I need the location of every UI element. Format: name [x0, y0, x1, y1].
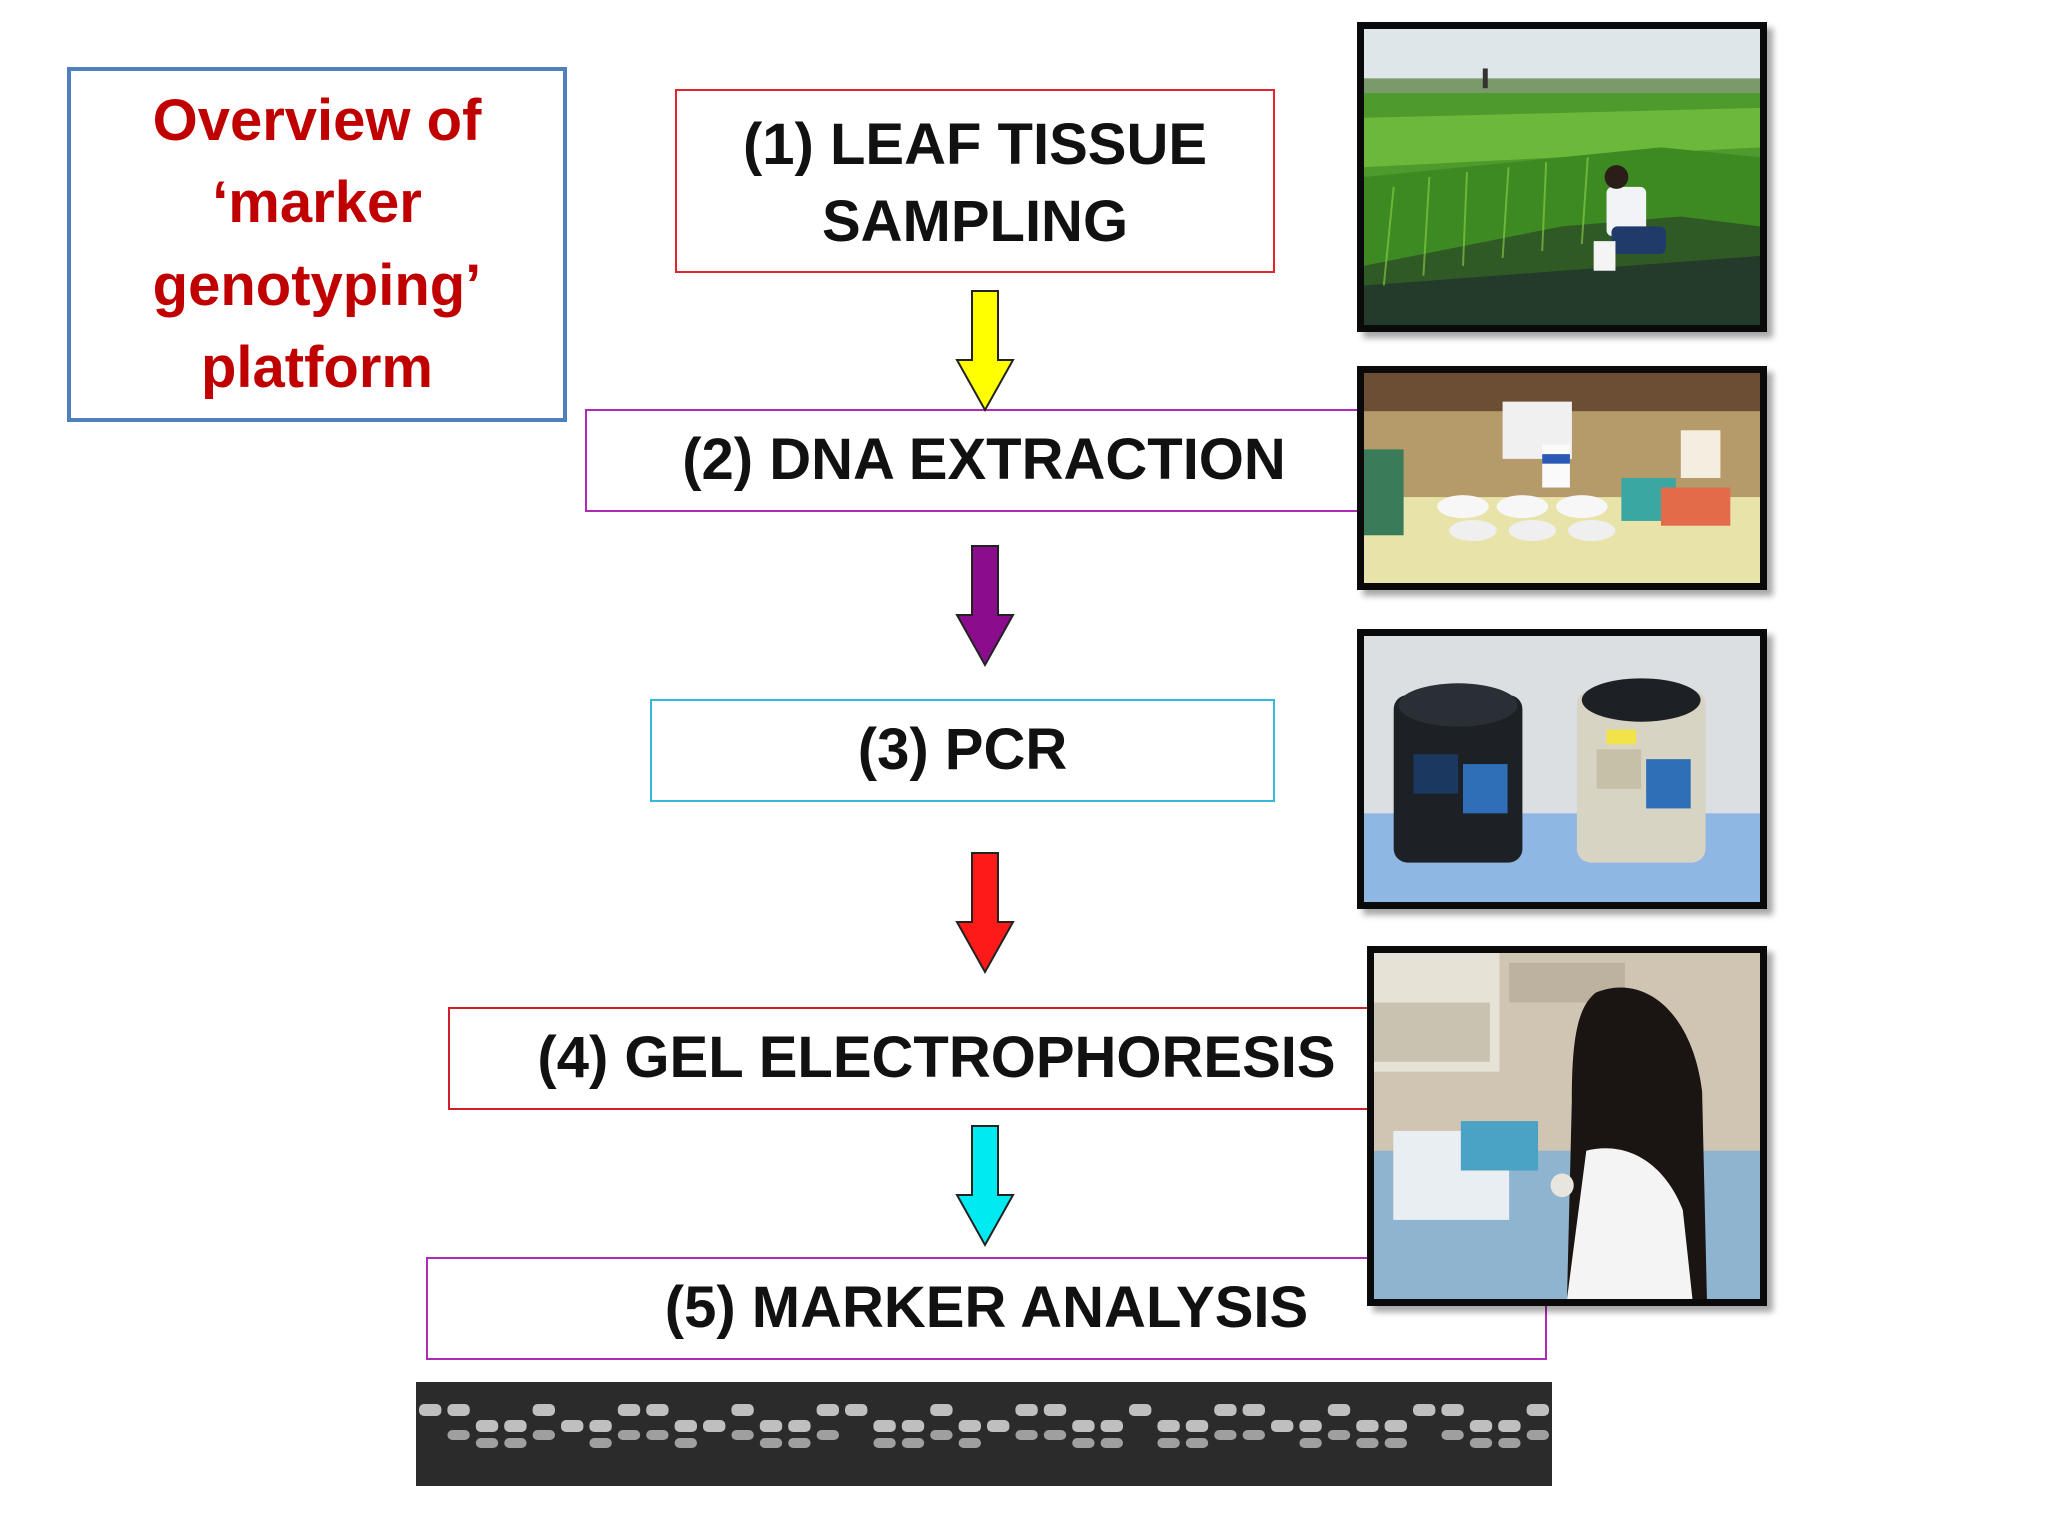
step-1-label: (1) LEAF TISSUE SAMPLING — [742, 112, 1208, 254]
step-3-pcr-box: (3) PCR — [650, 699, 1275, 802]
arrow-down-cyan — [955, 1125, 1015, 1248]
arrow-4-shape — [955, 1125, 1015, 1248]
dna-extraction-bench-photo — [1357, 366, 1767, 590]
gel-electrophoresis-lab-photo — [1367, 946, 1767, 1306]
arrow-down-yellow — [955, 290, 1015, 413]
arrow-down-red — [955, 852, 1015, 975]
step-4-gel-electrophoresis-box: (4) GEL ELECTROPHORESIS — [448, 1007, 1373, 1110]
step-2-label: (2) DNA EXTRACTION — [682, 427, 1286, 493]
step-5-label: (5) MARKER ANALYSIS — [664, 1275, 1309, 1341]
gel-bands-svg — [416, 1382, 1552, 1486]
step-1-leaf-tissue-sampling-box: (1) LEAF TISSUE SAMPLING — [675, 89, 1275, 273]
arrow-2-shape — [955, 545, 1015, 668]
rice-field-sampling-photo — [1357, 22, 1767, 332]
step-4-label: (4) GEL ELECTROPHORESIS — [537, 1025, 1336, 1091]
overview-box: Overview of ‘marker genotyping’ platform — [67, 67, 567, 422]
arrow-3-shape — [955, 852, 1015, 975]
arrow-1-shape — [955, 290, 1015, 413]
pcr-thermocycler-photo — [1357, 629, 1767, 909]
step-5-marker-analysis-box: (5) MARKER ANALYSIS — [426, 1257, 1547, 1360]
overview-title: Overview of ‘marker genotyping’ platform — [152, 87, 482, 400]
marker-gel-bands-image — [416, 1382, 1552, 1486]
step-3-label: (3) PCR — [857, 717, 1068, 783]
arrow-down-purple — [955, 545, 1015, 668]
step-2-dna-extraction-box: (2) DNA EXTRACTION — [585, 409, 1363, 512]
